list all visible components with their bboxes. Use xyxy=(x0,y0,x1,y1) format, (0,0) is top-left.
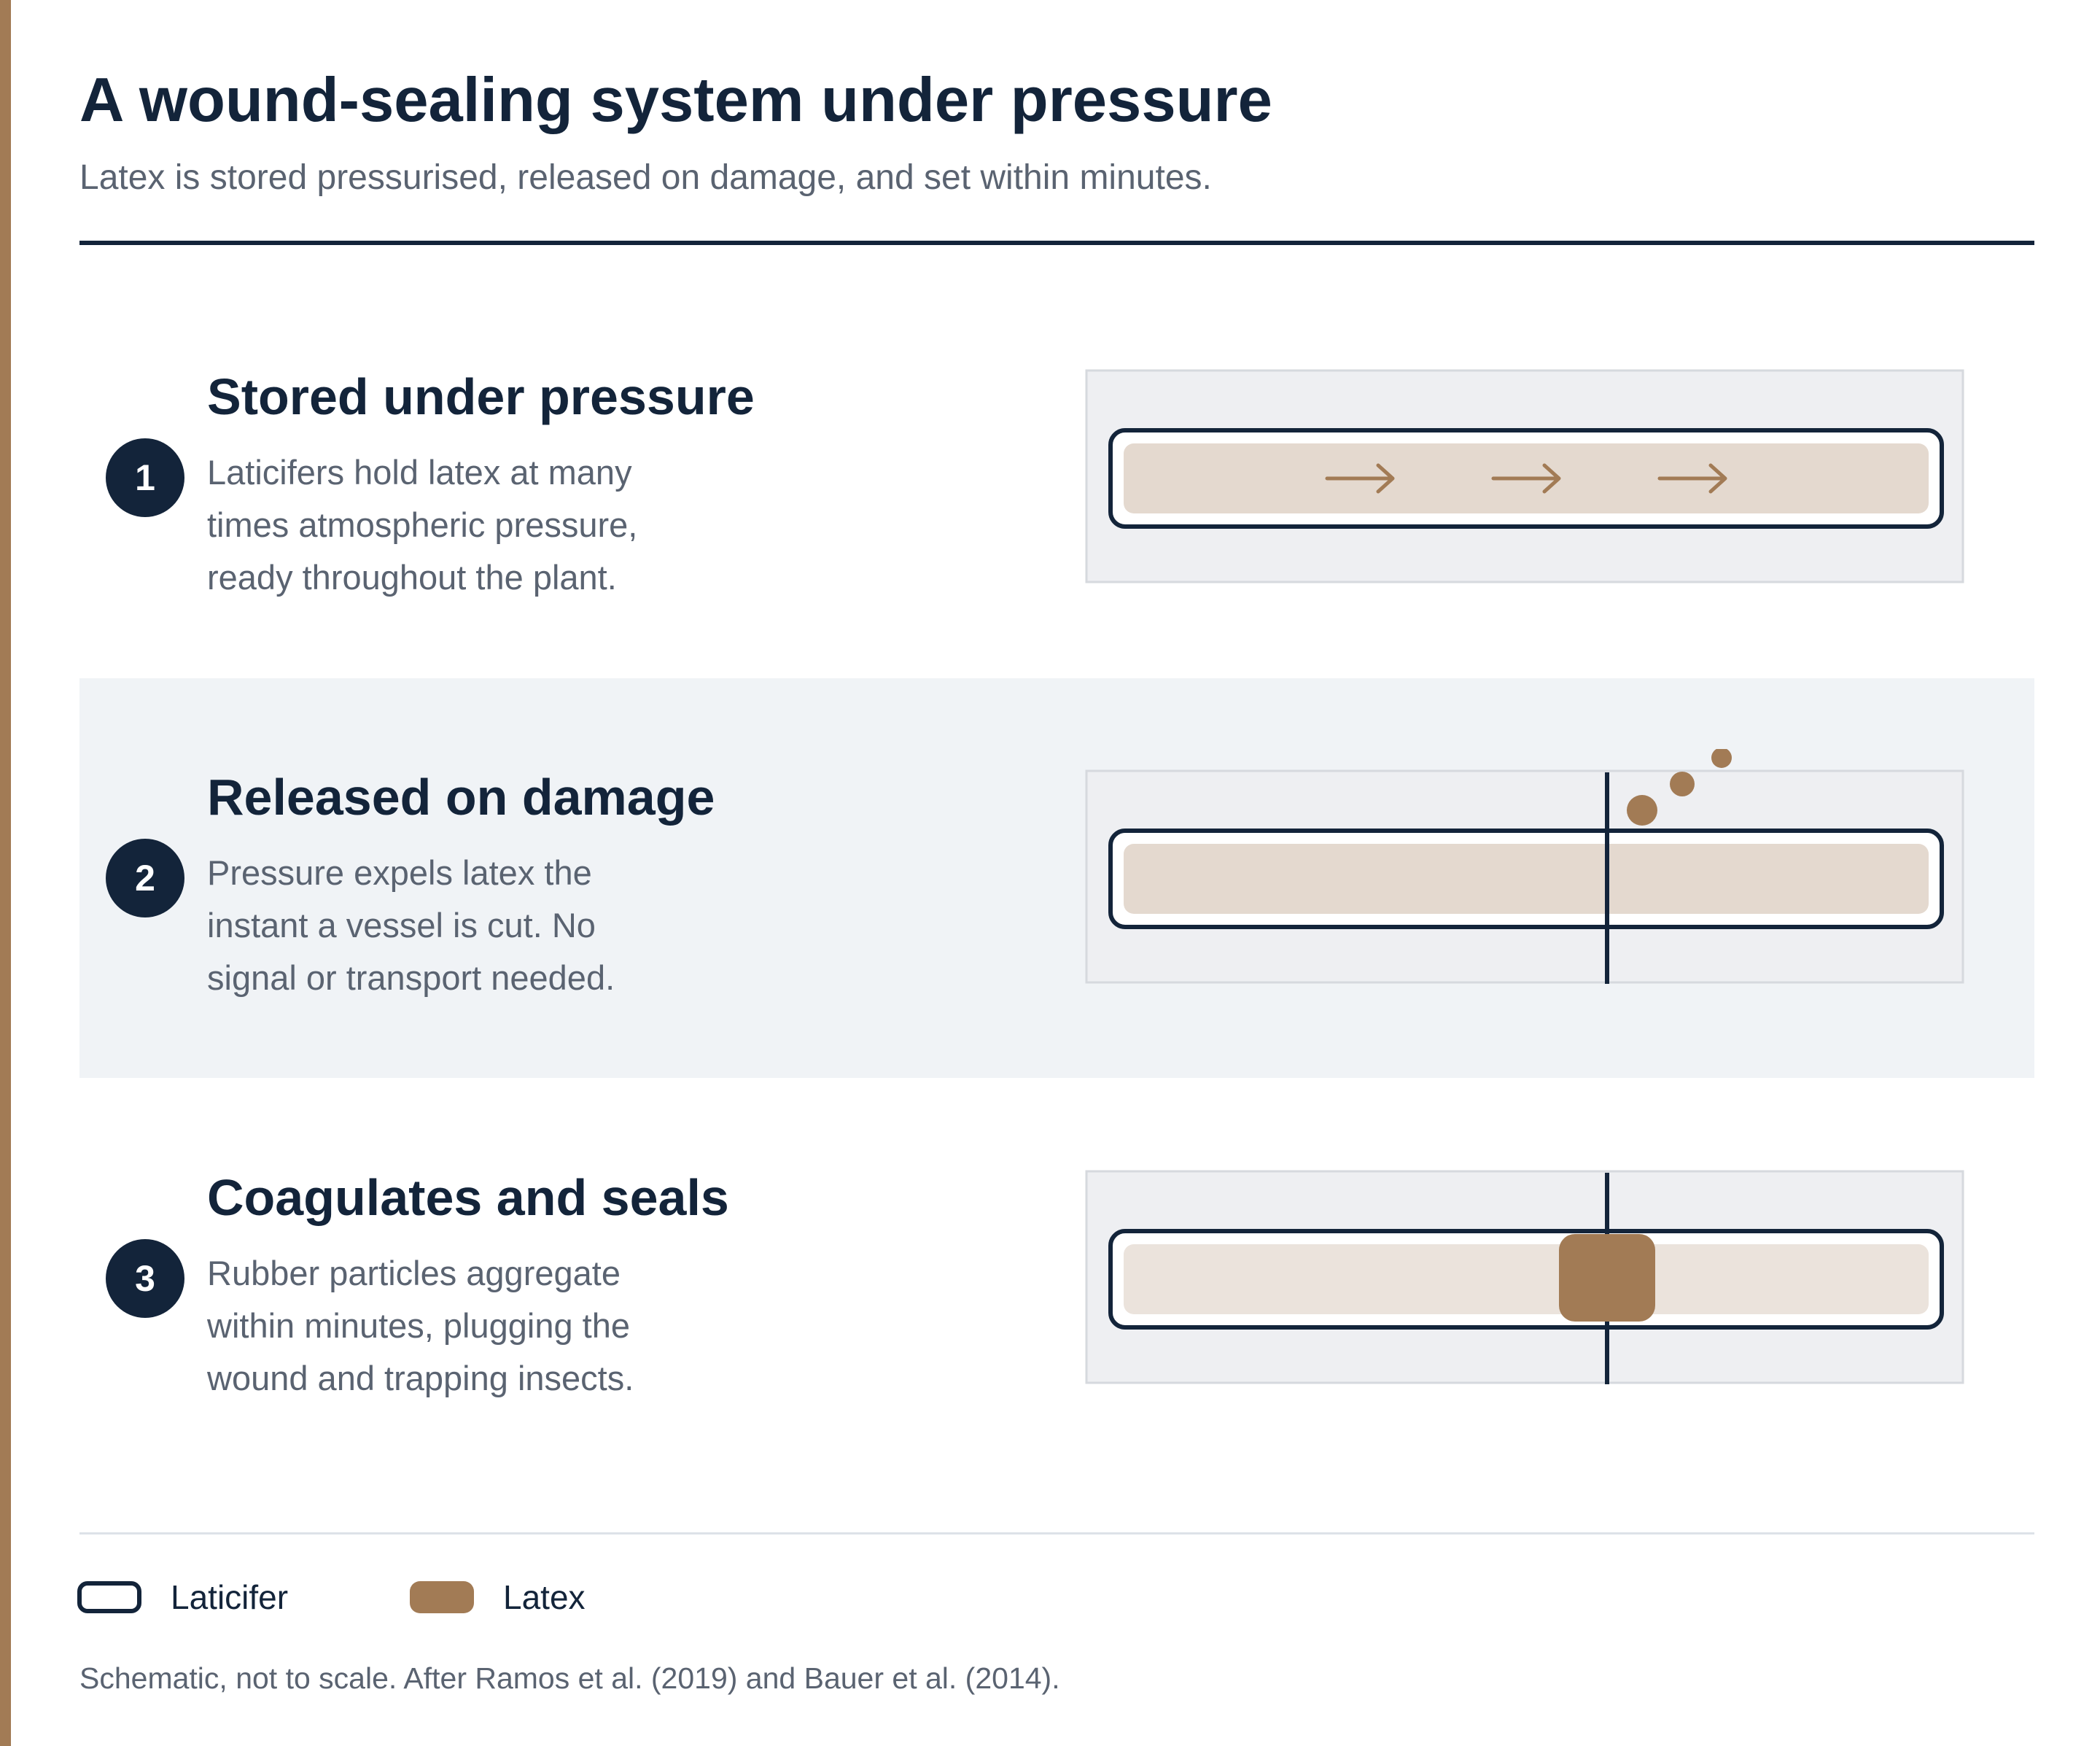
legend-label: Laticifer xyxy=(171,1578,289,1616)
step-3-title: Coagulates and seals xyxy=(207,1169,729,1226)
step-2-description-line: instant a vessel is cut. No xyxy=(207,906,596,944)
step-1-title: Stored under pressure xyxy=(207,368,755,425)
page-subtitle: Latex is stored pressurised, released on… xyxy=(79,158,1212,197)
step-2-description: Pressure expels latex the instant a vess… xyxy=(207,847,718,1004)
left-accent-bar xyxy=(0,0,11,1746)
arrow-right-icon xyxy=(1325,463,1395,494)
step-1-description-line: ready throughout the plant. xyxy=(207,558,617,597)
latex-droplet xyxy=(1711,749,1732,768)
laticifer-swatch-icon xyxy=(77,1581,141,1613)
step-1-description-line: Laticifers hold latex at many xyxy=(207,453,632,492)
step-2-figure-svg xyxy=(1085,749,1964,984)
step-1-number-badge: 1 xyxy=(106,438,184,517)
page-title: A wound-sealing system under pressure xyxy=(79,66,1272,135)
step-2-title: Released on damage xyxy=(207,769,715,826)
step-3-description: Rubber particles aggregate within minute… xyxy=(207,1247,718,1405)
arrow-right-icon xyxy=(1491,463,1561,494)
step-3-number-badge: 3 xyxy=(106,1239,184,1318)
latex-droplet xyxy=(1627,795,1657,826)
pressure-flow-arrows xyxy=(1325,463,1727,494)
step-2-description-line: Pressure expels latex the xyxy=(207,853,592,892)
source-note: Schematic, not to scale. After Ramos et … xyxy=(79,1661,1060,1695)
step-2-number-badge: 2 xyxy=(106,839,184,917)
latex-droplet xyxy=(1670,772,1695,796)
step-1-description-line: times atmospheric pressure, xyxy=(207,505,638,544)
step-1-pressure-figure xyxy=(1079,349,1983,655)
step-3-figure-svg xyxy=(1085,1170,1964,1384)
footer-divider xyxy=(79,1532,2034,1534)
latex-swatch-icon xyxy=(410,1581,474,1613)
step-3-description-line: Rubber particles aggregate xyxy=(207,1254,621,1292)
step-3-description-line: within minutes, plugging the xyxy=(207,1306,631,1345)
step-1-description: Laticifers hold latex at many times atmo… xyxy=(207,446,718,604)
latex-fill xyxy=(1124,844,1929,914)
step-2-description-line: signal or transport needed. xyxy=(207,958,615,997)
legend-label: Latex xyxy=(503,1578,586,1616)
step-3-description-line: wound and trapping insects. xyxy=(207,1359,634,1397)
step-3-seal-figure xyxy=(1079,1149,1983,1456)
step-1-figure-svg xyxy=(1085,369,1964,583)
legend-item-laticifer: Laticifer xyxy=(77,1575,288,1619)
latex-clot-plug xyxy=(1559,1234,1655,1322)
title-divider xyxy=(79,241,2034,245)
legend-item-latex: Latex xyxy=(410,1575,586,1619)
latex-fill-faded xyxy=(1124,1244,1929,1314)
step-2-release-figure xyxy=(1079,749,1983,1055)
arrow-right-icon xyxy=(1657,463,1727,494)
